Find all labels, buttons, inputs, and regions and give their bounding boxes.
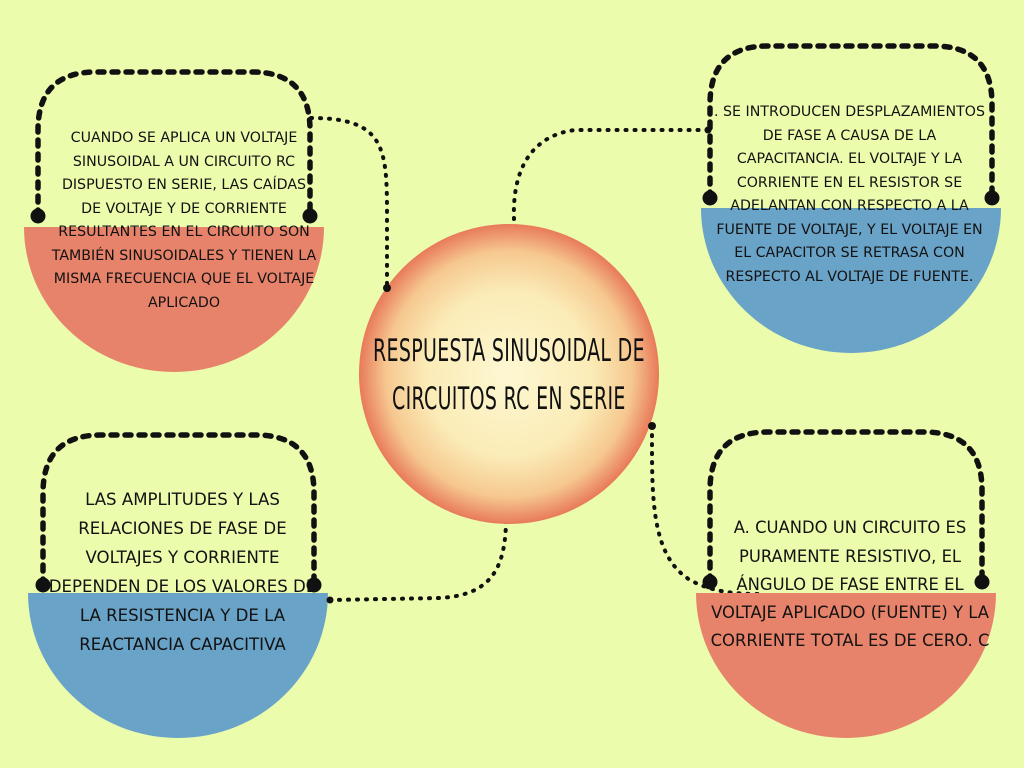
node-text-bottom-right: A. CUANDO UN CIRCUITO ES PURAMENTE RESIS… (710, 518, 990, 651)
dot-bottom-left-b (306, 577, 322, 593)
connector-dot-top-right (704, 126, 712, 134)
connector-line-bottom-left (328, 520, 508, 602)
center-circle (359, 224, 659, 524)
connector-dot-bottom-left (326, 596, 334, 604)
dot-bottom-right-a (702, 574, 718, 590)
connector-line-bottom-right (649, 424, 762, 596)
dot-top-left-a (30, 208, 46, 224)
dotted-arch-top-right (707, 43, 995, 201)
bowl-top-right (701, 208, 1001, 353)
connector-dot-bottom-right (648, 422, 656, 430)
dotted-arch-bottom-right (707, 429, 985, 585)
bowl-top-left (24, 227, 324, 372)
dotted-arch-bottom-left (40, 432, 317, 588)
connector-line-top-left (309, 116, 389, 290)
dot-top-right-a (702, 190, 718, 206)
dot-top-left-b (302, 208, 318, 224)
connector-line-top-right (511, 128, 710, 221)
connector-dot-top-left (383, 284, 391, 292)
bowl-bottom-left (28, 593, 328, 738)
dotted-arch-top-left (35, 69, 313, 219)
dot-top-right-b (984, 190, 1000, 206)
node-text-top-right: . SE INTRODUCEN DESPLAZAMIENTOS DE FASE … (714, 104, 985, 285)
dot-bottom-left-a (35, 577, 51, 593)
dot-bottom-right-b (974, 574, 990, 590)
node-text-bottom-left: LAS AMPLITUDES Y LAS RELACIONES DE FASE … (48, 490, 317, 654)
node-text-top-left: CUANDO SE APLICA UN VOLTAJE SINUSOIDAL A… (51, 130, 317, 311)
bowl-bottom-right (696, 593, 996, 738)
